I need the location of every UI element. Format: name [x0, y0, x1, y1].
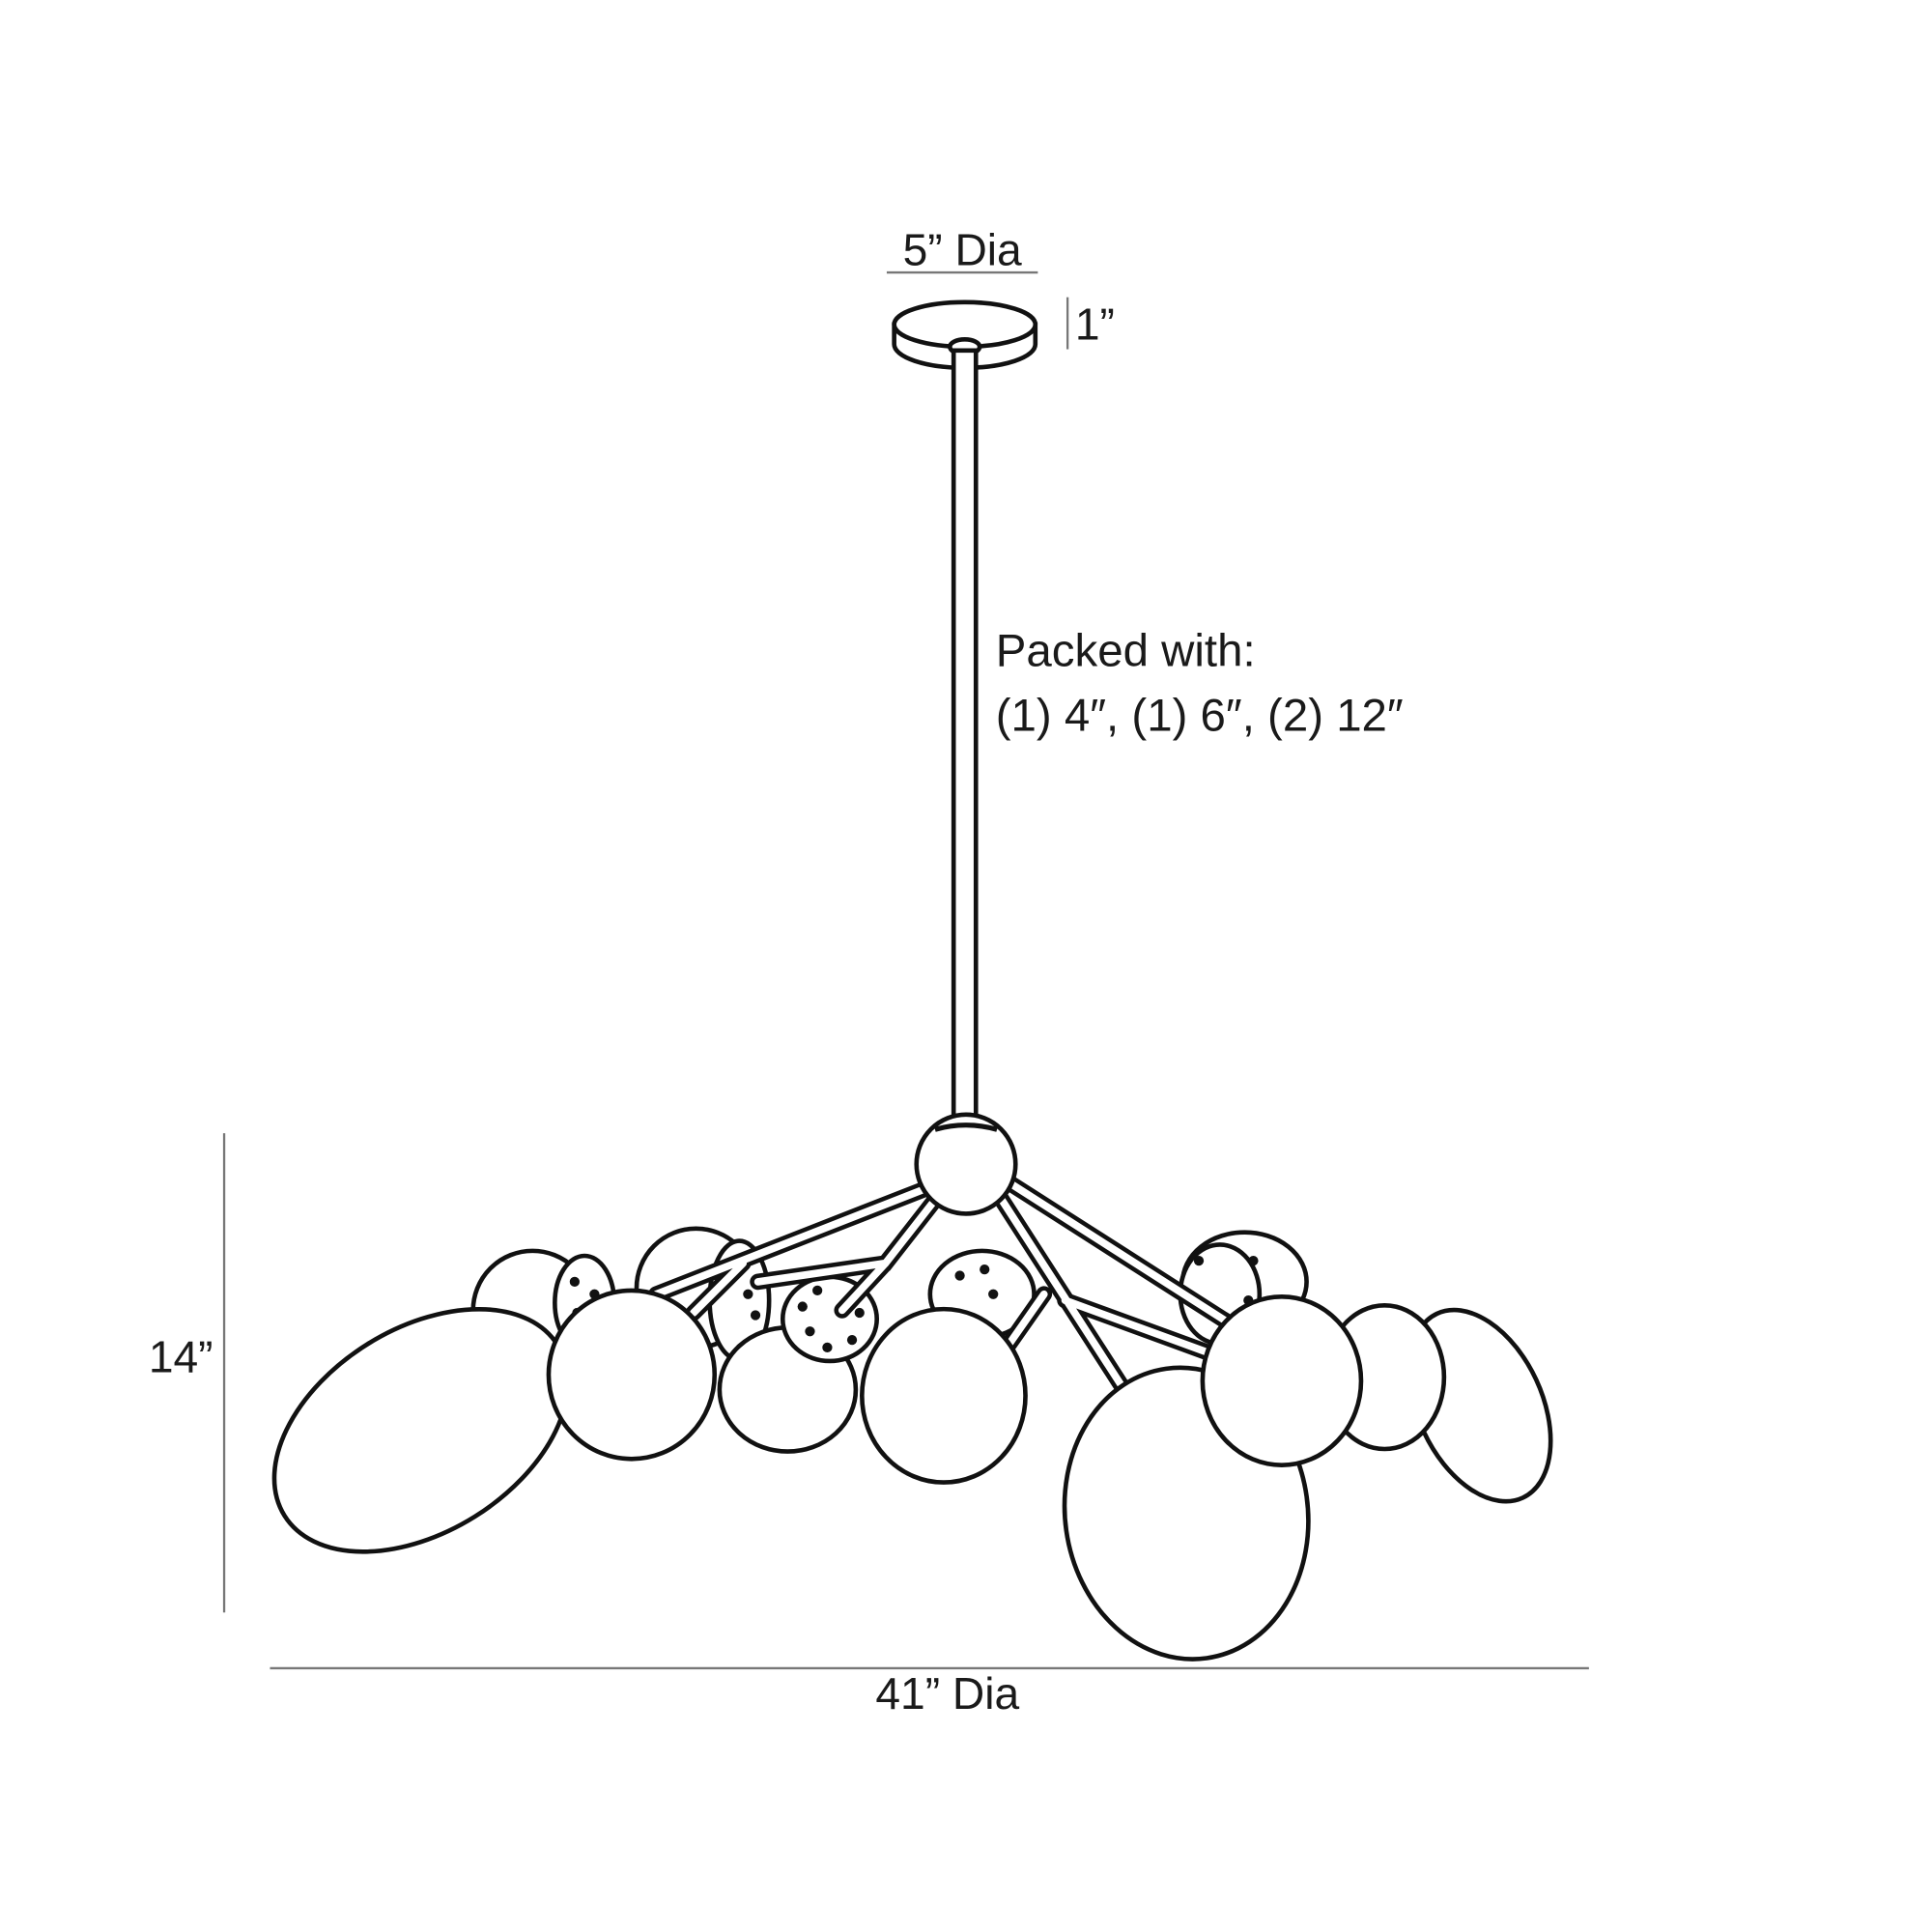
packed-rods-label: (1) 4″, (1) 6″, (2) 12″	[996, 690, 1404, 741]
center-hub	[914, 1112, 1018, 1216]
canopy-height-label: 1”	[1075, 298, 1115, 349]
fixture-diameter-label: 41” Dia	[875, 1668, 1019, 1719]
stem-rod	[951, 348, 979, 1127]
packed-with-title: Packed with:	[996, 626, 1256, 677]
front-globes	[271, 1288, 1364, 1662]
arms	[648, 1175, 1240, 1393]
canopy	[892, 299, 1038, 371]
fixture-height-label: 14”	[149, 1332, 213, 1382]
canopy-diameter-label: 5” Dia	[903, 224, 1022, 274]
